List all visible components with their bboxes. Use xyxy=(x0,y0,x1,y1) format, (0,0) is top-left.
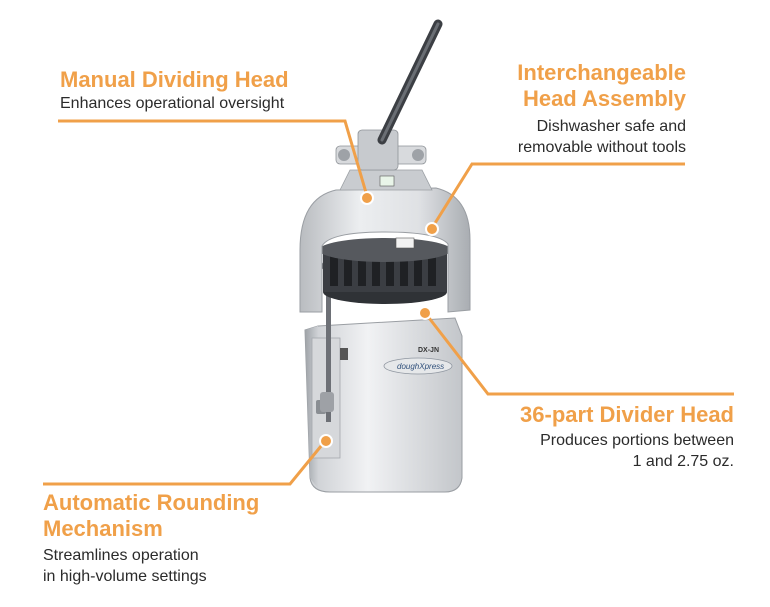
callout-description-line2: 1 and 2.75 oz. xyxy=(632,453,734,470)
brand-label: doughXpress xyxy=(397,362,444,371)
callout-description-line1: Produces portions between xyxy=(540,432,734,449)
divider-head-assembly xyxy=(319,238,451,304)
model-label: DX-JN xyxy=(418,347,439,354)
callout-description: Enhances operational oversight xyxy=(60,95,285,112)
callout-title-line2: Head Assembly xyxy=(522,86,686,111)
connector-lines xyxy=(43,119,734,486)
callout-automatic-rounding-mechanism: Automatic Rounding Mechanism Streamlines… xyxy=(43,490,259,587)
callout-description-line1: Streamlines operation xyxy=(43,547,199,564)
callout-title: Manual Dividing Head xyxy=(60,67,289,92)
callout-markers xyxy=(319,191,439,448)
callout-title-line2: Mechanism xyxy=(43,516,163,541)
callout-description-line2: removable without tools xyxy=(517,139,686,156)
callout-manual-dividing-head: Manual Dividing Head Enhances operationa… xyxy=(60,67,289,114)
callout-title-line1: Interchangeable xyxy=(517,60,686,85)
callout-title: 36-part Divider Head xyxy=(520,402,734,427)
callout-title-line1: Automatic Rounding xyxy=(43,490,260,515)
callout-description-line1: Dishwasher safe and xyxy=(536,118,686,135)
callout-interchangeable-head-assembly: Interchangeable Head Assembly Dishwasher… xyxy=(426,60,686,158)
callout-description-line2: in high-volume settings xyxy=(43,568,207,585)
manual-lever xyxy=(335,19,443,171)
callout-divider-head: 36-part Divider Head Produces portions b… xyxy=(454,402,734,472)
